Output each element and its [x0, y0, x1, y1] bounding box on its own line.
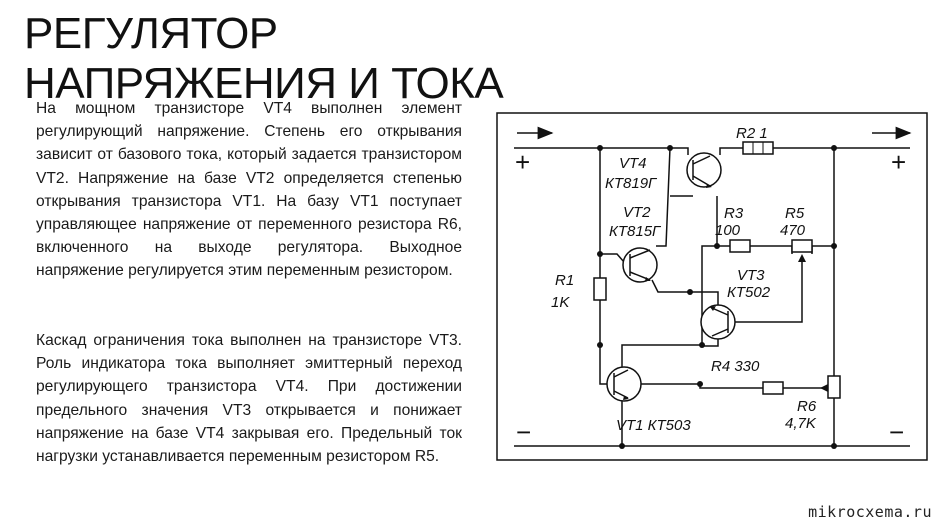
- title-line-1: РЕГУЛЯТОР: [24, 9, 278, 58]
- label-r3-name: R3: [724, 205, 744, 222]
- label-vt3-name: VT3: [737, 267, 765, 284]
- label-vt1: VT1 КТ503: [616, 417, 691, 434]
- transistor-vt2: [622, 247, 658, 283]
- label-r3-value: 100: [715, 222, 741, 239]
- paragraph-2: Каскад ограничения тока выполнен на тран…: [36, 332, 462, 466]
- label-r1-name: R1: [555, 272, 574, 289]
- title-line-2: НАПРЯЖЕНИЯ И ТОКА: [24, 59, 504, 108]
- wiring: [514, 147, 910, 447]
- label-r1-value: 1K: [551, 294, 570, 311]
- potentiometer-r5: [791, 239, 813, 253]
- potentiometer-r6: [827, 375, 841, 399]
- label-vt2-name: VT2: [623, 204, 651, 221]
- terminal-minus-out: −: [889, 417, 904, 447]
- paragraph-1: На мощном транзисторе VT4 выполнен элеме…: [36, 100, 462, 280]
- label-r6-value: 4,7K: [785, 415, 817, 432]
- transistor-vt3: [700, 304, 736, 340]
- label-vt3-type: КТ502: [727, 284, 771, 301]
- terminal-minus-in: −: [516, 417, 531, 447]
- label-vt4-type: КТ819Г: [605, 175, 658, 192]
- schematic-frame: [496, 112, 928, 461]
- resistor-r3: [729, 239, 751, 253]
- label-r2: R2 1: [736, 125, 768, 142]
- junction-dots: [597, 145, 837, 449]
- label-r6-name: R6: [797, 398, 817, 415]
- label-r5-name: R5: [785, 205, 805, 222]
- terminal-plus-out: +: [891, 147, 906, 177]
- label-r5-value: 470: [780, 222, 806, 239]
- resistor-r2: [742, 141, 774, 155]
- resistor-r4: [762, 381, 784, 395]
- label-vt2-type: КТ815Г: [609, 223, 662, 240]
- terminal-plus-in: +: [515, 147, 530, 177]
- label-vt4-name: VT4: [619, 155, 647, 172]
- watermark: mikrocxema.ru: [808, 503, 932, 521]
- resistor-r1: [593, 277, 607, 301]
- label-r4: R4 330: [711, 358, 760, 375]
- transistor-vt4: [686, 152, 722, 188]
